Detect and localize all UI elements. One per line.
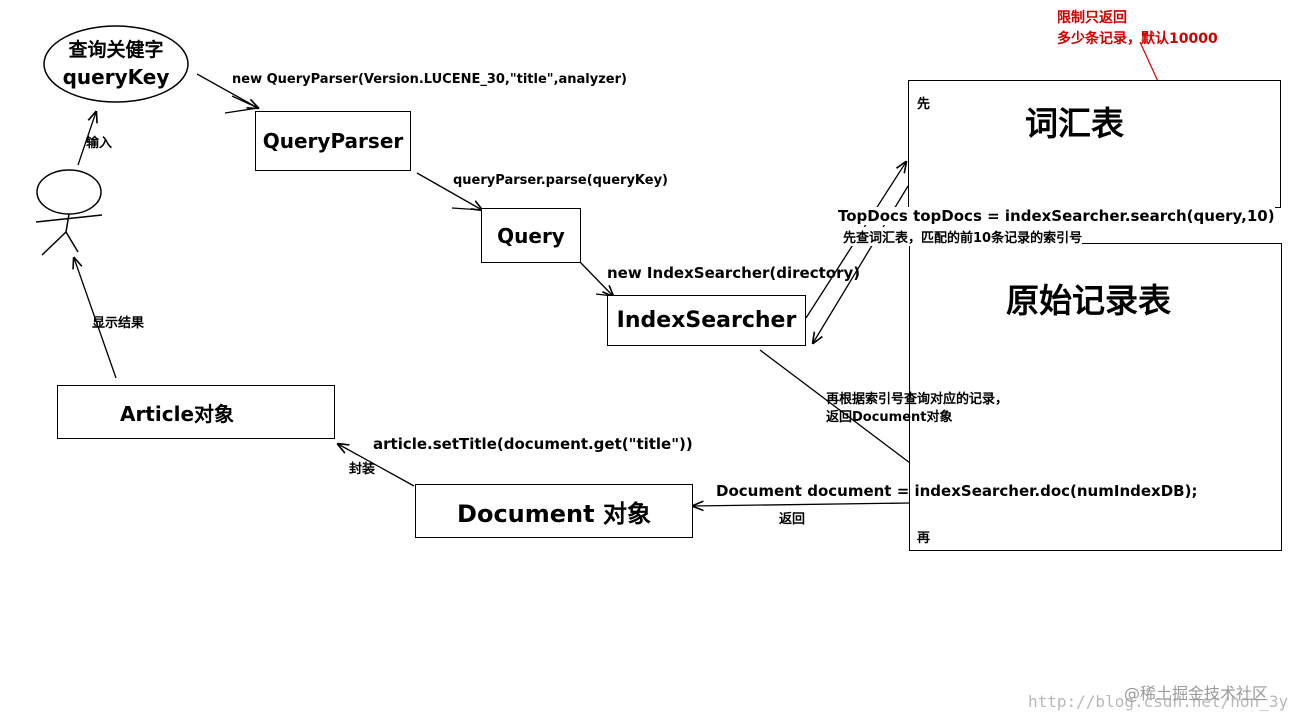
user-stick-figure <box>35 169 103 256</box>
vocabulary-table: 先 词汇表 <box>908 80 1281 208</box>
input-label: 输入 <box>86 136 113 151</box>
index-searcher-node: IndexSearcher <box>607 295 806 346</box>
watermark-url: http://blog.csdn.net/hon_3y <box>1028 692 1289 711</box>
arrow-input <box>77 112 96 166</box>
limit-note-line-2: 多少条记录，默认10000 <box>1057 31 1218 47</box>
display-result-label: 显示结果 <box>92 316 145 331</box>
article-label: Article对象 <box>119 401 235 426</box>
new-index-searcher-text: new IndexSearcher(directory) <box>607 264 861 282</box>
search-text: TopDocs topDocs = indexSearcher.search(q… <box>838 207 1275 225</box>
document-node: Document 对象 <box>415 484 693 538</box>
arrow-new-index-searcher <box>579 261 613 296</box>
doc-call-text: Document document = indexSearcher.doc(nu… <box>716 482 1198 500</box>
query-key-en-label: queryKey <box>62 65 170 89</box>
article-node: Article对象 <box>57 385 335 439</box>
raw-records-table: 原始记录表 再 <box>909 243 1282 551</box>
query-node: Query <box>481 208 581 263</box>
raw-records-label: 原始记录表 <box>1006 281 1171 320</box>
return-text: 返回 <box>779 512 806 527</box>
limit-note-line-1: 限制只返回 <box>1057 10 1127 26</box>
arrow-doc-lookup <box>759 349 922 472</box>
arrow-parse <box>416 172 482 210</box>
first-tag: 先 <box>917 97 931 112</box>
index-searcher-label: IndexSearcher <box>616 308 797 333</box>
user-right-leg <box>65 231 79 253</box>
arrow-display <box>74 258 117 379</box>
parse-text: queryParser.parse(queryKey) <box>453 173 669 188</box>
wrap-text: 封装 <box>349 462 376 477</box>
set-title-text: article.setTitle(document.get("title")) <box>373 435 693 453</box>
query-parser-label: QueryParser <box>262 129 404 153</box>
arrow-return-document <box>693 503 911 506</box>
vocabulary-label: 词汇表 <box>1025 104 1124 143</box>
query-key-label: 查询关健字 <box>68 38 164 61</box>
doc-note-line-2: 返回Document对象 <box>826 410 953 425</box>
query-label: Query <box>497 223 565 248</box>
search-note-text: 先查词汇表，匹配的前10条记录的索引号 <box>843 227 1083 246</box>
user-head <box>36 169 102 215</box>
user-arms <box>35 214 103 223</box>
second-tag: 再 <box>917 531 931 546</box>
arrow-wrap <box>338 444 415 487</box>
user-left-leg <box>41 231 67 256</box>
watermark-site: @稀土掘金技术社区 <box>1124 684 1269 703</box>
document-label: Document 对象 <box>457 499 651 528</box>
new-query-parser-text: new QueryParser(Version.LUCENE_30,"title… <box>232 72 627 87</box>
query-key-ellipse <box>43 25 189 103</box>
user-body <box>65 213 70 233</box>
query-parser-node: QueryParser <box>255 111 411 171</box>
doc-note-line-1: 再根据索引号查询对应的记录， <box>826 392 1009 407</box>
